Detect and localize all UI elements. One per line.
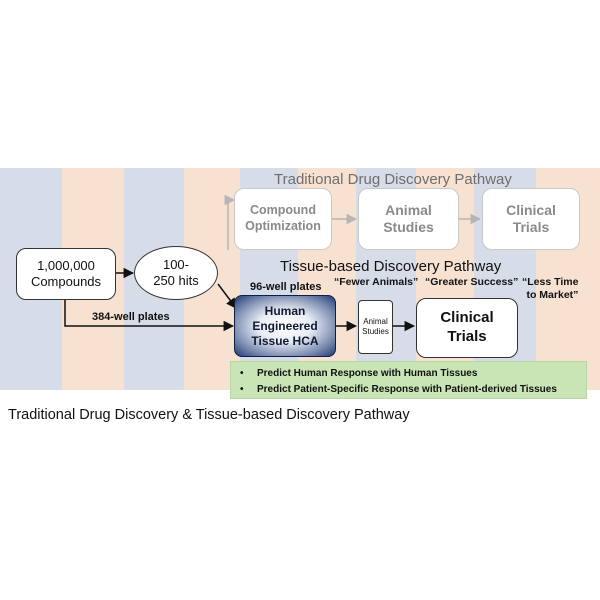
plates-96-label: 96-well plates	[250, 281, 322, 293]
bullet-item: •Predict Human Response with Human Tissu…	[240, 368, 478, 379]
compounds-node: 1,000,000 Compounds	[16, 248, 116, 300]
benefit-less-time: “Less Time to Market”	[522, 276, 579, 302]
tissue-pathway-title: Tissue-based Discovery Pathway	[280, 258, 502, 275]
tissue-clinical-trials-node: Clinical Trials	[416, 298, 518, 358]
figure-caption: Traditional Drug Discovery & Tissue-base…	[8, 407, 410, 423]
arrow-compounds-to-hca	[64, 298, 235, 332]
plates-384-label: 384-well plates	[92, 311, 170, 323]
step-clinical-trials: Clinical Trials	[482, 188, 580, 250]
benefit-fewer-animals: “Fewer Animals”	[334, 276, 419, 288]
traditional-pathway-title: Traditional Drug Discovery Pathway	[274, 171, 512, 188]
benefit-greater-success: “Greater Success”	[425, 276, 519, 288]
bullet-item: •Predict Patient-Specific Response with …	[240, 384, 557, 395]
step-compound-optimization: Compound Optimization	[234, 188, 332, 250]
tissue-animal-studies-node: Animal Studies	[358, 300, 393, 354]
hits-node: 100- 250 hits	[134, 246, 218, 300]
arrow-hits-to-hca	[217, 283, 237, 309]
benefits-bullet-box: •Predict Human Response with Human Tissu…	[230, 361, 587, 399]
step-animal-studies: Animal Studies	[358, 188, 459, 250]
human-engineered-tissue-hca-node: Human Engineered Tissue HCA	[234, 295, 336, 357]
